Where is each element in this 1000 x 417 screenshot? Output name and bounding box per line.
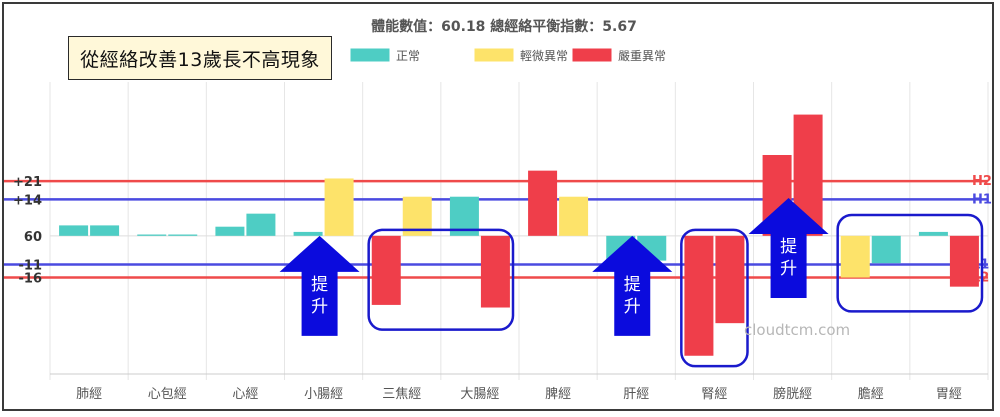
up-arrow-icon <box>279 235 360 336</box>
up-arrow-icon <box>592 235 673 336</box>
bar-1-2 <box>90 225 120 236</box>
callout-boxes <box>367 213 984 368</box>
arrow-label-char: 升 <box>780 259 797 279</box>
x-tick-label: 膽經 <box>858 387 884 402</box>
arrow-label-char: 升 <box>311 297 328 317</box>
legend-label-mild: 輕微異常 <box>520 49 568 63</box>
bar-11-1 <box>840 235 870 278</box>
banner-title: 從經絡改善13歲長不高現象 <box>68 36 332 80</box>
arrow-label-char: 升 <box>624 297 641 317</box>
legend-swatch-normal <box>349 47 391 63</box>
legend-label-normal: 正常 <box>396 49 420 63</box>
bar-9-1 <box>684 235 714 356</box>
legend: 正常 輕微異常 嚴重異常 <box>349 47 666 63</box>
y-tick-label: 60 <box>24 230 42 245</box>
bar-7-2 <box>559 196 589 236</box>
x-tick-label: 大腸經 <box>460 387 499 402</box>
y-tick-label: +14 <box>13 193 42 208</box>
x-tick-label: 肝經 <box>623 387 649 402</box>
y-tick-labels: +21 +14 60 -11-16 <box>13 175 42 286</box>
x-tick-label: 膀胱經 <box>773 386 812 402</box>
arrow-label-char: 提 <box>311 275 328 295</box>
watermark: cloudtcm.com <box>744 321 851 339</box>
bar-1-1 <box>59 225 89 236</box>
bars <box>59 114 979 356</box>
bar-2-1 <box>137 234 167 236</box>
y-tick-label: -11 <box>19 259 43 274</box>
chart-title: 體能數值：60.18 總經絡平衡指數：5.67 <box>371 18 637 35</box>
meridian-bar-chart: 體能數值：60.18 總經絡平衡指數：5.67 正常輕微異常嚴重異常 H2H1L… <box>4 18 992 402</box>
arrow-label-char: 提 <box>624 275 641 295</box>
bar-5-1 <box>371 235 401 305</box>
legend-label-severe: 嚴重異常 <box>618 49 666 63</box>
grid <box>49 82 989 380</box>
bar-6-2 <box>480 235 510 308</box>
y-tick-label: +21 <box>13 175 42 190</box>
x-tick-label: 小腸經 <box>304 387 343 402</box>
arrow-label-char: 提 <box>780 237 797 257</box>
bar-12-2 <box>949 235 979 287</box>
callout-box <box>836 213 984 313</box>
x-tick-label: 肺經 <box>76 387 102 402</box>
bar-11-2 <box>871 235 901 264</box>
x-tick-label: 腎經 <box>701 387 727 402</box>
ref-label-h1: H1 <box>972 192 992 207</box>
bar-4-1 <box>293 231 323 236</box>
bar-7-1 <box>528 170 558 236</box>
callout-box <box>367 228 515 331</box>
bar-12-1 <box>918 231 948 236</box>
y-tick-label: -16 <box>19 272 43 287</box>
x-tick-label: 三焦經 <box>382 387 421 402</box>
ref-label-h2: H2 <box>972 174 992 189</box>
legend-swatch-severe <box>571 47 613 63</box>
callout-box <box>680 228 749 368</box>
bar-4-2 <box>324 178 354 236</box>
x-tick-label: 脾經 <box>545 387 571 402</box>
up-arrow-icon <box>748 198 829 299</box>
bar-9-2 <box>715 235 745 324</box>
bar-3-1 <box>215 226 245 236</box>
bar-2-2 <box>168 234 198 236</box>
x-tick-label: 胃經 <box>936 387 962 402</box>
x-tick-labels: 肺經 心包經 心經 小腸經 三焦經 大腸經 脾經 肝經 腎經 膀胱經 膽經 胃經 <box>76 386 962 402</box>
x-tick-label: 心經 <box>232 387 258 402</box>
legend-swatch-mild <box>473 47 515 63</box>
x-tick-label: 心包經 <box>148 387 187 402</box>
bar-3-2 <box>246 213 276 236</box>
